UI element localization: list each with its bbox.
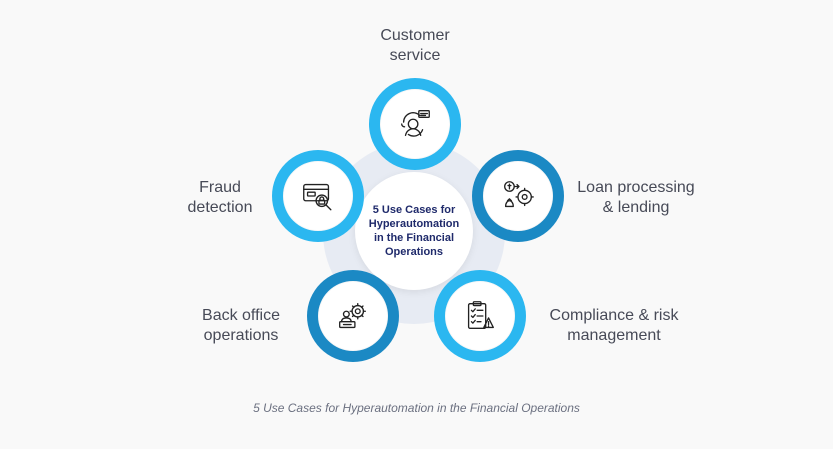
label-fraud-detection: Fraud detection [187, 179, 253, 216]
back-office-icon [339, 302, 367, 329]
node-customer-service[interactable] [369, 78, 461, 170]
node-fraud-detection[interactable] [272, 150, 364, 242]
compliance-checklist-icon [467, 301, 494, 330]
center-title: 5 Use Cases for Hyperautomation in the F… [368, 204, 460, 258]
fraud-detection-icon [303, 183, 332, 211]
node-back-office[interactable] [307, 270, 399, 362]
center-disc: 5 Use Cases for Hyperautomation in the F… [355, 172, 473, 290]
label-customer-service: Customer service [380, 27, 450, 64]
figure-caption: 5 Use Cases for Hyperautomation in the F… [253, 401, 580, 415]
loan-processing-icon [504, 181, 534, 208]
node-compliance[interactable] [434, 270, 526, 362]
label-back-office: Back office operations [202, 307, 280, 344]
node-loan-processing[interactable] [472, 150, 564, 242]
customer-support-icon [401, 110, 430, 137]
label-compliance: Compliance & risk management [549, 307, 679, 344]
label-loan-processing: Loan processing & lending [577, 179, 695, 216]
